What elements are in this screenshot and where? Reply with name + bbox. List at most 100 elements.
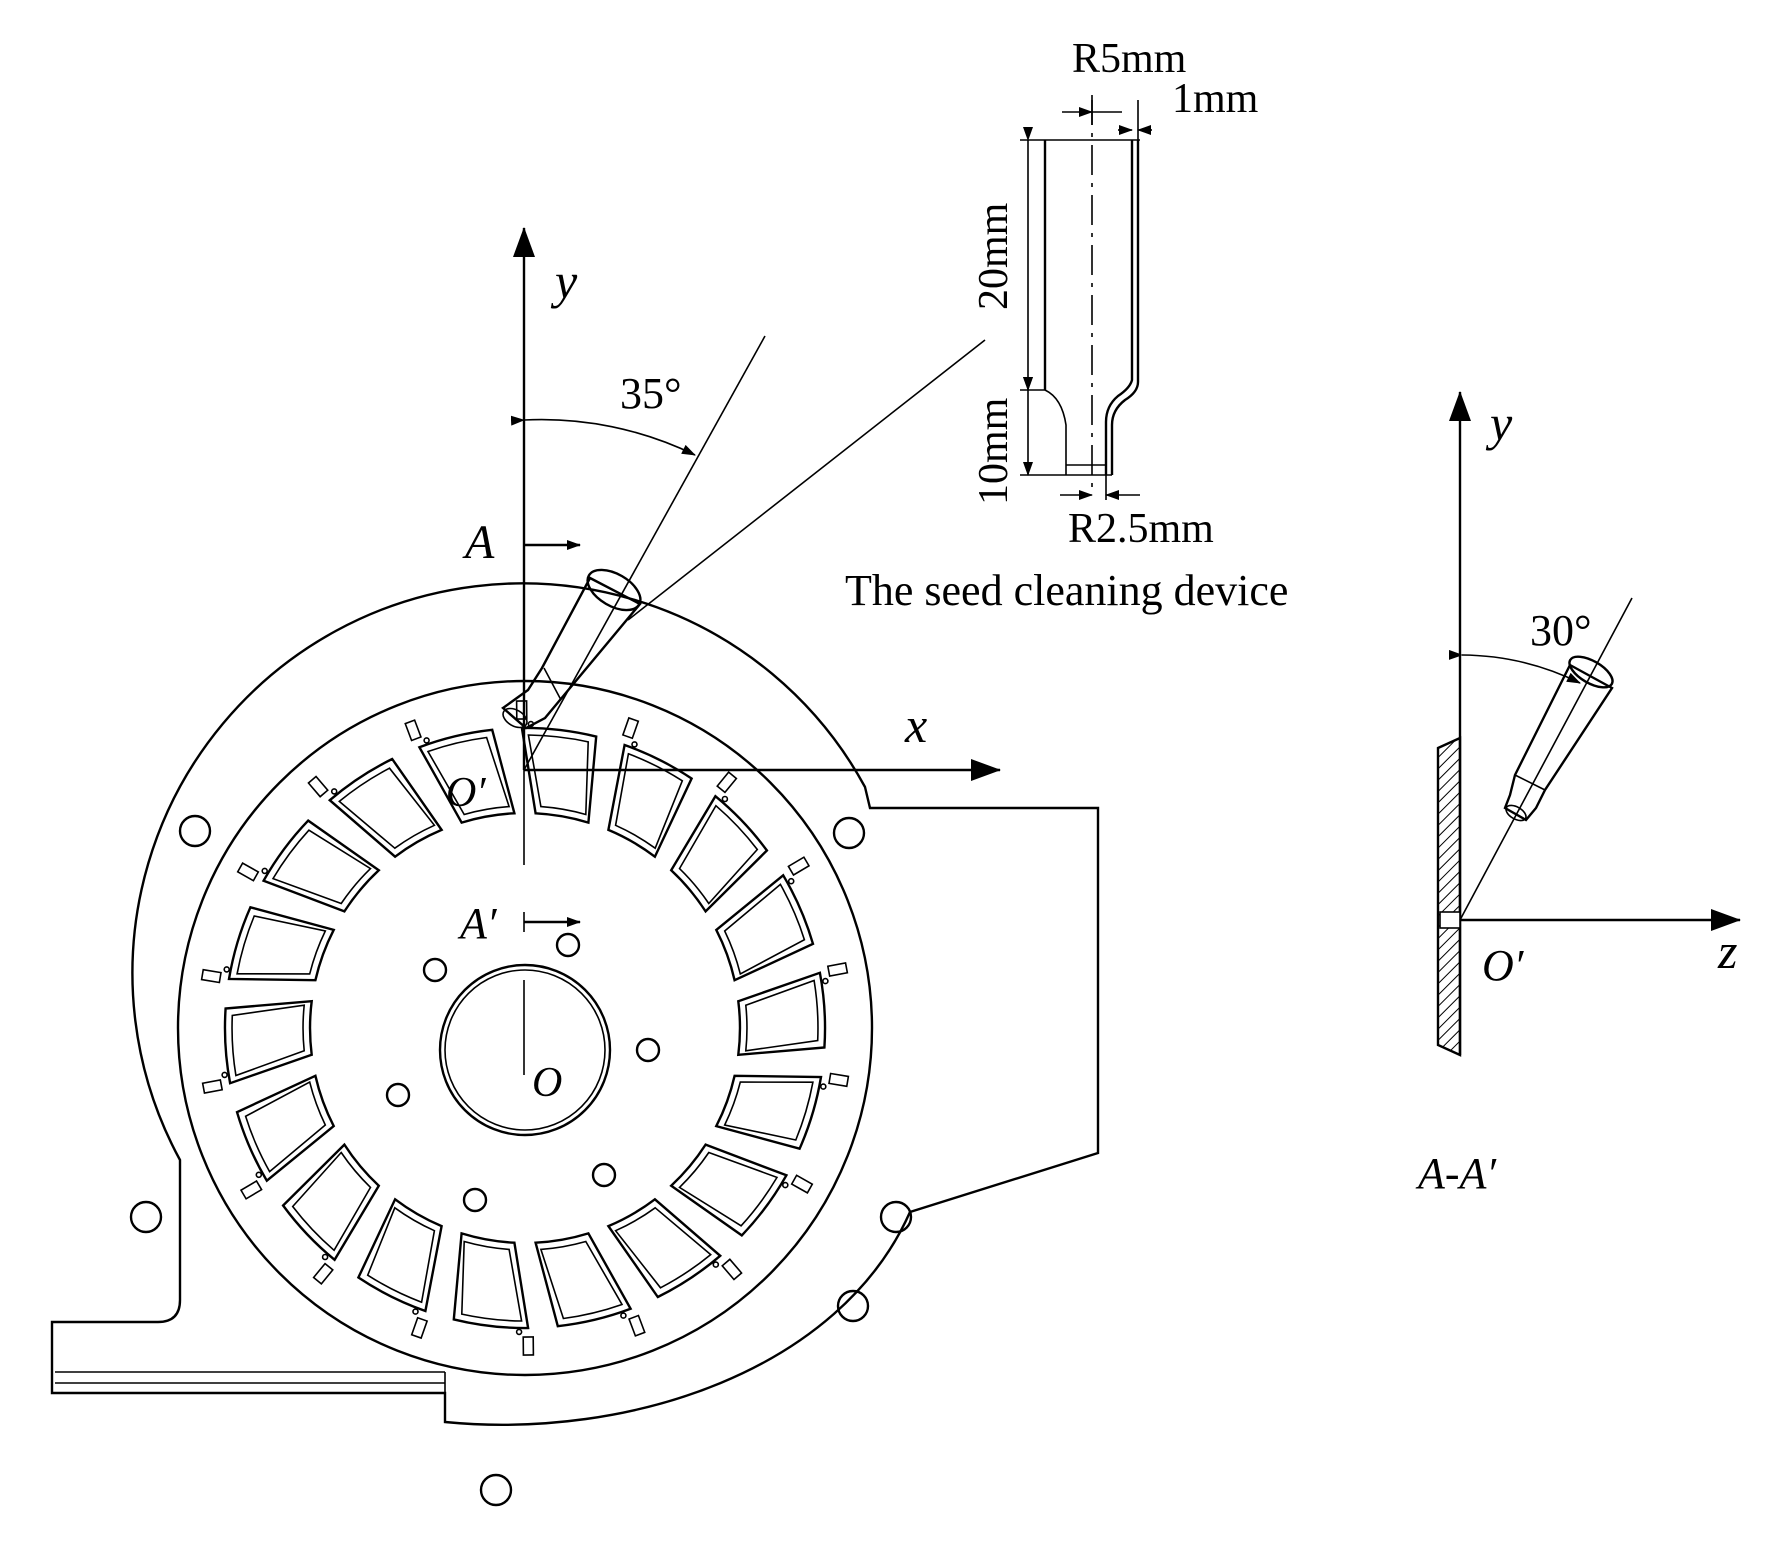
- label-section-a-prime: A′: [457, 899, 498, 948]
- seed-slot: [312, 1262, 334, 1285]
- seed-slot-dot: [321, 1253, 329, 1261]
- seed-cell: [534, 1231, 633, 1328]
- seed-slot-dot: [515, 1328, 523, 1336]
- seed-cell-inner: [723, 883, 806, 976]
- label-section-view: A-A′: [1415, 1149, 1497, 1198]
- seed-cells: [223, 726, 827, 1330]
- seed-slot-dot: [631, 741, 638, 748]
- seed-cell: [606, 1197, 723, 1299]
- seed-cell-inner: [539, 1240, 624, 1320]
- seed-cell: [261, 819, 381, 913]
- label-center-o: O: [532, 1060, 562, 1106]
- seed-slot-dot: [221, 1071, 228, 1079]
- seed-cell-inner: [426, 736, 511, 816]
- seed-slot: [239, 1179, 263, 1200]
- seed-slots: [200, 700, 850, 1356]
- seed-cell: [669, 1143, 789, 1237]
- side-device-tube: [1503, 655, 1614, 822]
- seed-slot: [716, 771, 738, 794]
- device-caption: The seed cleaning device: [845, 566, 1288, 615]
- label-origin-side: O′: [1482, 941, 1525, 990]
- seed-slot-dot: [787, 877, 795, 885]
- seed-slot: [828, 1072, 850, 1088]
- seed-slot-dot: [781, 1181, 789, 1189]
- seed-cell: [227, 905, 336, 982]
- seed-slot: [790, 1174, 814, 1194]
- seed-slot: [404, 719, 422, 742]
- front-view: y x 35° A A′ O′ O: [50, 227, 1100, 1507]
- seed-slot-dot: [620, 1312, 627, 1319]
- seed-cell: [417, 728, 516, 825]
- dim-bottom-radius: R2.5mm: [1068, 506, 1214, 552]
- section-view: y z O′ 30° A-A′: [1415, 391, 1741, 1198]
- label-y-side: y: [1485, 395, 1513, 451]
- seed-cell: [281, 1142, 381, 1262]
- seed-cell: [356, 1197, 443, 1313]
- seed-slot-dot: [721, 795, 729, 803]
- seed-slot-dot: [423, 737, 430, 744]
- detail-leader: [627, 339, 986, 621]
- seed-cell-inner: [338, 767, 436, 850]
- seed-cell-inner: [460, 1240, 523, 1322]
- seed-cell: [235, 1074, 336, 1183]
- seed-slot-dot: [261, 867, 269, 875]
- center-hub: [438, 963, 612, 1137]
- seed-slot-dot: [819, 1083, 827, 1090]
- housing-outline: [50, 582, 1100, 1426]
- disc-rim: [176, 679, 874, 1377]
- angle-arc-35: [510, 415, 696, 456]
- label-z-side: z: [1717, 923, 1737, 979]
- seed-cell-inner: [678, 1151, 779, 1227]
- dim-upper-length: 20mm: [971, 202, 1017, 310]
- seed-cell-inner: [271, 829, 372, 905]
- label-y-main: y: [550, 253, 578, 309]
- seed-slot: [787, 856, 811, 877]
- seed-cell: [452, 1231, 530, 1330]
- disc-section: [1436, 736, 1462, 1057]
- dim-wall: 1mm: [1172, 76, 1259, 122]
- label-section-a: A: [462, 516, 495, 569]
- seed-slot: [236, 862, 260, 882]
- seed-slot-dot: [822, 977, 829, 985]
- seed-cell-inner: [678, 804, 759, 905]
- label-origin-o-prime: O′: [446, 770, 486, 816]
- seed-slot: [826, 961, 849, 978]
- seed-slot-dot: [255, 1171, 263, 1179]
- disc-mount-holes: [385, 932, 661, 1213]
- seed-cell-inner: [366, 1206, 436, 1304]
- seed-slot: [721, 1258, 743, 1281]
- seed-cell-inner: [244, 1080, 327, 1173]
- seed-slot-dot: [223, 966, 230, 973]
- housing-bolt-holes: [129, 814, 913, 1507]
- seed-cell-inner: [614, 1206, 712, 1289]
- seed-cell: [714, 873, 815, 982]
- seed-slot: [628, 1314, 646, 1337]
- seed-cell: [736, 971, 827, 1057]
- seed-cell: [223, 999, 314, 1085]
- seed-cell: [607, 743, 694, 859]
- label-x-main: x: [904, 697, 927, 753]
- seed-slot: [200, 968, 222, 984]
- tilt-line-30: [1459, 597, 1633, 921]
- device-detail: R5mm 1mm 20mm 10mm R2.5mm The seed clean…: [845, 36, 1288, 615]
- seed-slot: [522, 1336, 535, 1356]
- seed-slot-dot: [712, 1261, 720, 1268]
- outlet-channel: [55, 1371, 446, 1393]
- seed-cell: [669, 794, 769, 914]
- seed-cell: [714, 1074, 823, 1151]
- seed-slot: [307, 775, 329, 798]
- label-angle-35: 35°: [620, 369, 682, 418]
- seed-cell: [520, 726, 598, 825]
- seed-cell-inner: [291, 1151, 372, 1252]
- cleaning-device-tube: [501, 568, 642, 730]
- seed-slot: [621, 716, 640, 740]
- seed-cell-inner: [744, 979, 819, 1052]
- seed-slot: [201, 1078, 224, 1095]
- seed-slot-dot: [412, 1308, 419, 1315]
- seed-cell-inner: [231, 1004, 306, 1077]
- seed-cell-inner: [236, 915, 327, 975]
- seed-slot-dot: [330, 788, 338, 795]
- dim-top-radius: R5mm: [1072, 36, 1187, 82]
- dim-lower-length: 10mm: [971, 397, 1017, 505]
